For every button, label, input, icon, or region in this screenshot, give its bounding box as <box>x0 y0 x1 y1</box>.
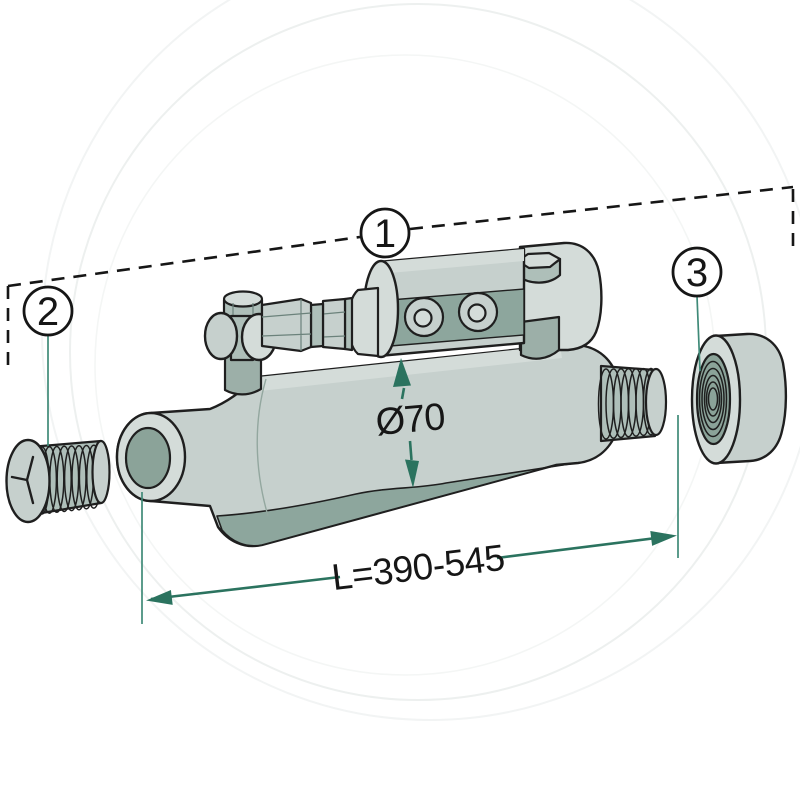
callout-3-circle <box>671 246 723 298</box>
length-arrow-right <box>650 531 677 546</box>
callout-1: 1 <box>359 207 411 259</box>
callout-3: 3 <box>671 246 723 298</box>
upper-cylinder-highlight <box>378 249 524 274</box>
screw-drive-slot <box>10 455 35 505</box>
thread-ridge <box>71 445 87 511</box>
hex-bolt-top <box>516 251 562 270</box>
thread-ridge <box>63 445 80 512</box>
diameter-dim-line-down <box>408 440 413 461</box>
length-arrow-left <box>146 590 173 605</box>
leader-lines <box>47 295 701 624</box>
boundary-dash-left-rise <box>7 235 361 288</box>
screw-plug <box>5 438 111 524</box>
coupler-hex-nut <box>260 297 313 353</box>
threaded-stud <box>597 364 668 443</box>
upper-cylinder-assembly <box>203 241 603 396</box>
diameter-arrow-down <box>405 459 419 488</box>
length-dimension: L=390-545 <box>146 531 677 605</box>
diameter-label: Ø70 <box>374 396 446 444</box>
length-dim-line-right <box>496 534 673 560</box>
threaded-socket <box>690 332 788 465</box>
bore-thread-ring <box>705 381 721 417</box>
coupler-hex-facets <box>261 299 312 351</box>
joint-disc-left <box>203 311 239 361</box>
leader-line-callout-3 <box>696 295 701 372</box>
cylinder-bore <box>124 426 172 490</box>
thread-ridge <box>56 445 72 513</box>
callout-2-number: 2 <box>37 290 59 334</box>
bore-thread-ring <box>698 360 728 438</box>
length-dim-line-left <box>150 575 341 601</box>
bore-thread-ring <box>707 387 719 411</box>
cap-lower-pin <box>519 315 561 360</box>
callout-1-circle <box>359 207 411 259</box>
stud-tip <box>644 367 668 437</box>
joint-lower-pin <box>223 350 263 396</box>
callout-2-circle <box>22 285 74 337</box>
length-label: L=390-545 <box>329 537 506 598</box>
callout-1-number: 1 <box>374 212 396 256</box>
callout-2: 2 <box>22 285 74 337</box>
diameter-dimension: Ø70 <box>374 358 446 488</box>
diameter-dim-line-up <box>400 387 406 400</box>
boundary-dashed-lines <box>6 185 795 368</box>
hydraulic-port-hole <box>413 308 433 328</box>
coupler-facets <box>322 311 346 338</box>
main-cylinder-body <box>115 343 623 548</box>
taper-crease <box>256 378 269 517</box>
joint-hex-pin-top <box>222 290 264 308</box>
coupler-ring <box>309 302 325 349</box>
bore-thread-ring <box>701 367 725 431</box>
callout-3-number: 3 <box>686 251 708 295</box>
cylinder-bottom-shade-band <box>216 462 577 547</box>
screw-tip <box>91 439 111 505</box>
hydraulic-port-hole <box>467 303 487 323</box>
bore-thread-ring <box>703 374 723 424</box>
coupler-hex-small <box>321 297 347 351</box>
diameter-arrow-up <box>393 358 411 387</box>
